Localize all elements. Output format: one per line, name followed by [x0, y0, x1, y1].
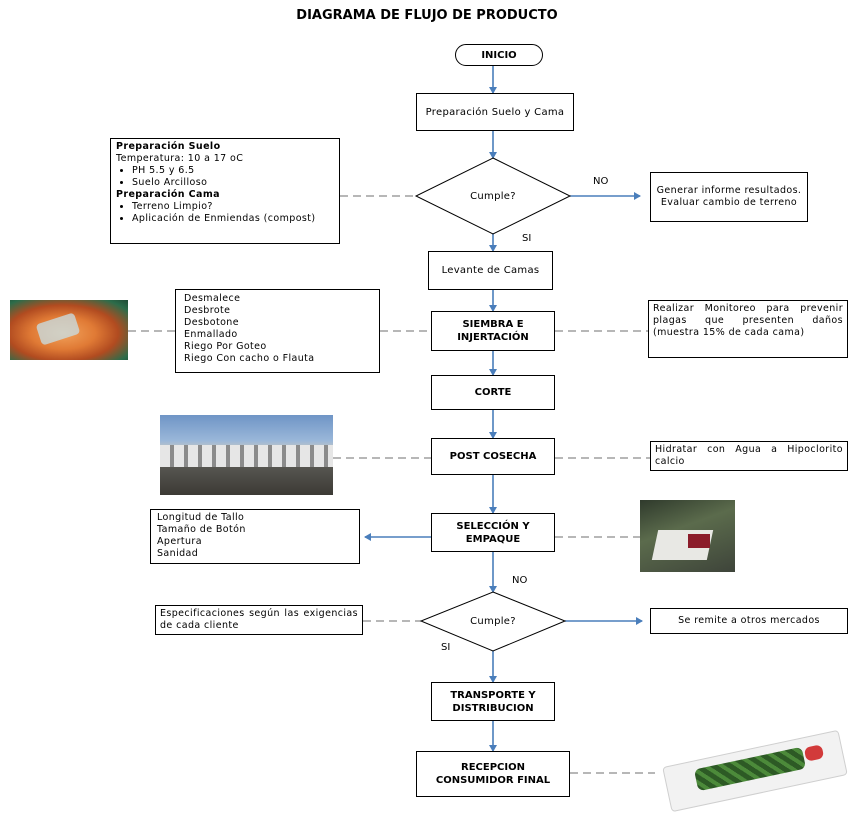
diagram-title: DIAGRAMA DE FLUJO DE PRODUCTO — [296, 8, 558, 23]
start-label: INICIO — [481, 49, 517, 61]
note-generar-informe: Generar informe resultados. Evaluar camb… — [650, 172, 808, 222]
note-labores-item: Desbrote — [184, 305, 231, 316]
process-levante-label: Levante de Camas — [441, 265, 540, 276]
note-suelo-item: Suelo Arcilloso — [132, 177, 334, 189]
note-cama-title: Preparación Cama — [116, 189, 220, 200]
note-labores-item: Enmallado — [184, 329, 238, 340]
label-no-2: NO — [512, 575, 528, 586]
process-corte: CORTE — [431, 375, 555, 410]
photo-invernadero — [160, 415, 333, 495]
note-labores-item: Desbotone — [184, 317, 239, 328]
process-post-cosecha-label: POST COSECHA — [449, 451, 537, 462]
process-preparacion: Preparación Suelo y Cama — [416, 93, 574, 131]
process-recepcion-label: RECEPCION CONSUMIDOR FINAL — [435, 762, 551, 786]
label-no-1: NO — [593, 176, 609, 187]
note-hidratar: Hidratar con Agua a Hipoclorito calcio — [650, 441, 848, 471]
photo-empaque — [640, 500, 735, 572]
note-seleccion-item: Sanidad — [157, 548, 199, 559]
decision-cumple-1 — [414, 157, 572, 235]
note-labores: Desmalece Desbrote Desbotone Enmallado R… — [175, 289, 380, 373]
note-temperatura: Temperatura: 10 a 17 oC — [116, 153, 244, 164]
process-siembra-label: SIEMBRA E INJERTACIÓN — [457, 319, 529, 343]
photo-bandeja-flores — [655, 728, 850, 813]
decision-cumple-1-label: Cumple? — [470, 190, 516, 202]
note-preparacion: Preparación Suelo Temperatura: 10 a 17 o… — [110, 138, 340, 244]
note-cama-item: Terreno Limpio? — [132, 201, 334, 213]
note-remite-text: Se remite a otros mercados — [678, 615, 820, 626]
photo-plantulas-highlight — [35, 312, 81, 346]
note-especificaciones: Especificaciones según las exigencias de… — [155, 605, 363, 635]
decision-cumple-2-label: Cumple? — [470, 615, 516, 627]
note-seleccion-item: Tamaño de Botón — [157, 524, 246, 535]
note-especificaciones-text: Especificaciones según las exigencias de… — [160, 608, 358, 631]
process-transporte: TRANSPORTE Y DISTRIBUCION — [431, 682, 555, 721]
note-hidratar-text: Hidratar con Agua a Hipoclorito calcio — [655, 444, 843, 467]
note-cama-item: Aplicación de Enmiendas (compost) — [132, 213, 334, 225]
note-remite: Se remite a otros mercados — [650, 608, 848, 634]
note-suelo-list: PH 5.5 y 6.5 Suelo Arcilloso — [116, 165, 334, 189]
note-monitoreo-text: Realizar Monitoreo para prevenir plagas … — [653, 303, 843, 338]
process-recepcion: RECEPCION CONSUMIDOR FINAL — [416, 751, 570, 797]
process-seleccion: SELECCIÓN Y EMPAQUE — [431, 513, 555, 552]
start-terminal: INICIO — [455, 44, 543, 66]
note-seleccion: Longitud de Tallo Tamaño de Botón Apertu… — [150, 509, 360, 564]
note-monitoreo: Realizar Monitoreo para prevenir plagas … — [648, 300, 848, 358]
process-siembra: SIEMBRA E INJERTACIÓN — [431, 311, 555, 351]
process-corte-label: CORTE — [474, 387, 512, 398]
note-labores-item: Riego Con cacho o Flauta — [184, 353, 315, 364]
label-si-1: SI — [522, 233, 532, 244]
process-levante: Levante de Camas — [428, 251, 553, 290]
note-suelo-item: PH 5.5 y 6.5 — [132, 165, 334, 177]
label-si-2: SI — [441, 642, 451, 653]
decision-cumple-2 — [419, 591, 567, 652]
photo-empaque-flowers — [688, 534, 710, 548]
note-cama-list: Terreno Limpio? Aplicación de Enmiendas … — [116, 201, 334, 225]
process-post-cosecha: POST COSECHA — [431, 438, 555, 475]
photo-plantulas — [10, 300, 128, 360]
note-seleccion-item: Apertura — [157, 536, 202, 547]
note-labores-item: Desmalece — [184, 293, 241, 304]
photo-invernadero-structure — [160, 445, 333, 467]
process-transporte-label: TRANSPORTE Y DISTRIBUCION — [450, 689, 536, 714]
process-preparacion-label: Preparación Suelo y Cama — [425, 106, 565, 118]
process-seleccion-label: SELECCIÓN Y EMPAQUE — [456, 520, 530, 545]
note-suelo-title: Preparación Suelo — [116, 141, 221, 152]
note-generar-informe-text: Generar informe resultados. Evaluar camb… — [656, 185, 802, 208]
note-labores-item: Riego Por Goteo — [184, 341, 267, 352]
note-seleccion-item: Longitud de Tallo — [157, 512, 245, 523]
